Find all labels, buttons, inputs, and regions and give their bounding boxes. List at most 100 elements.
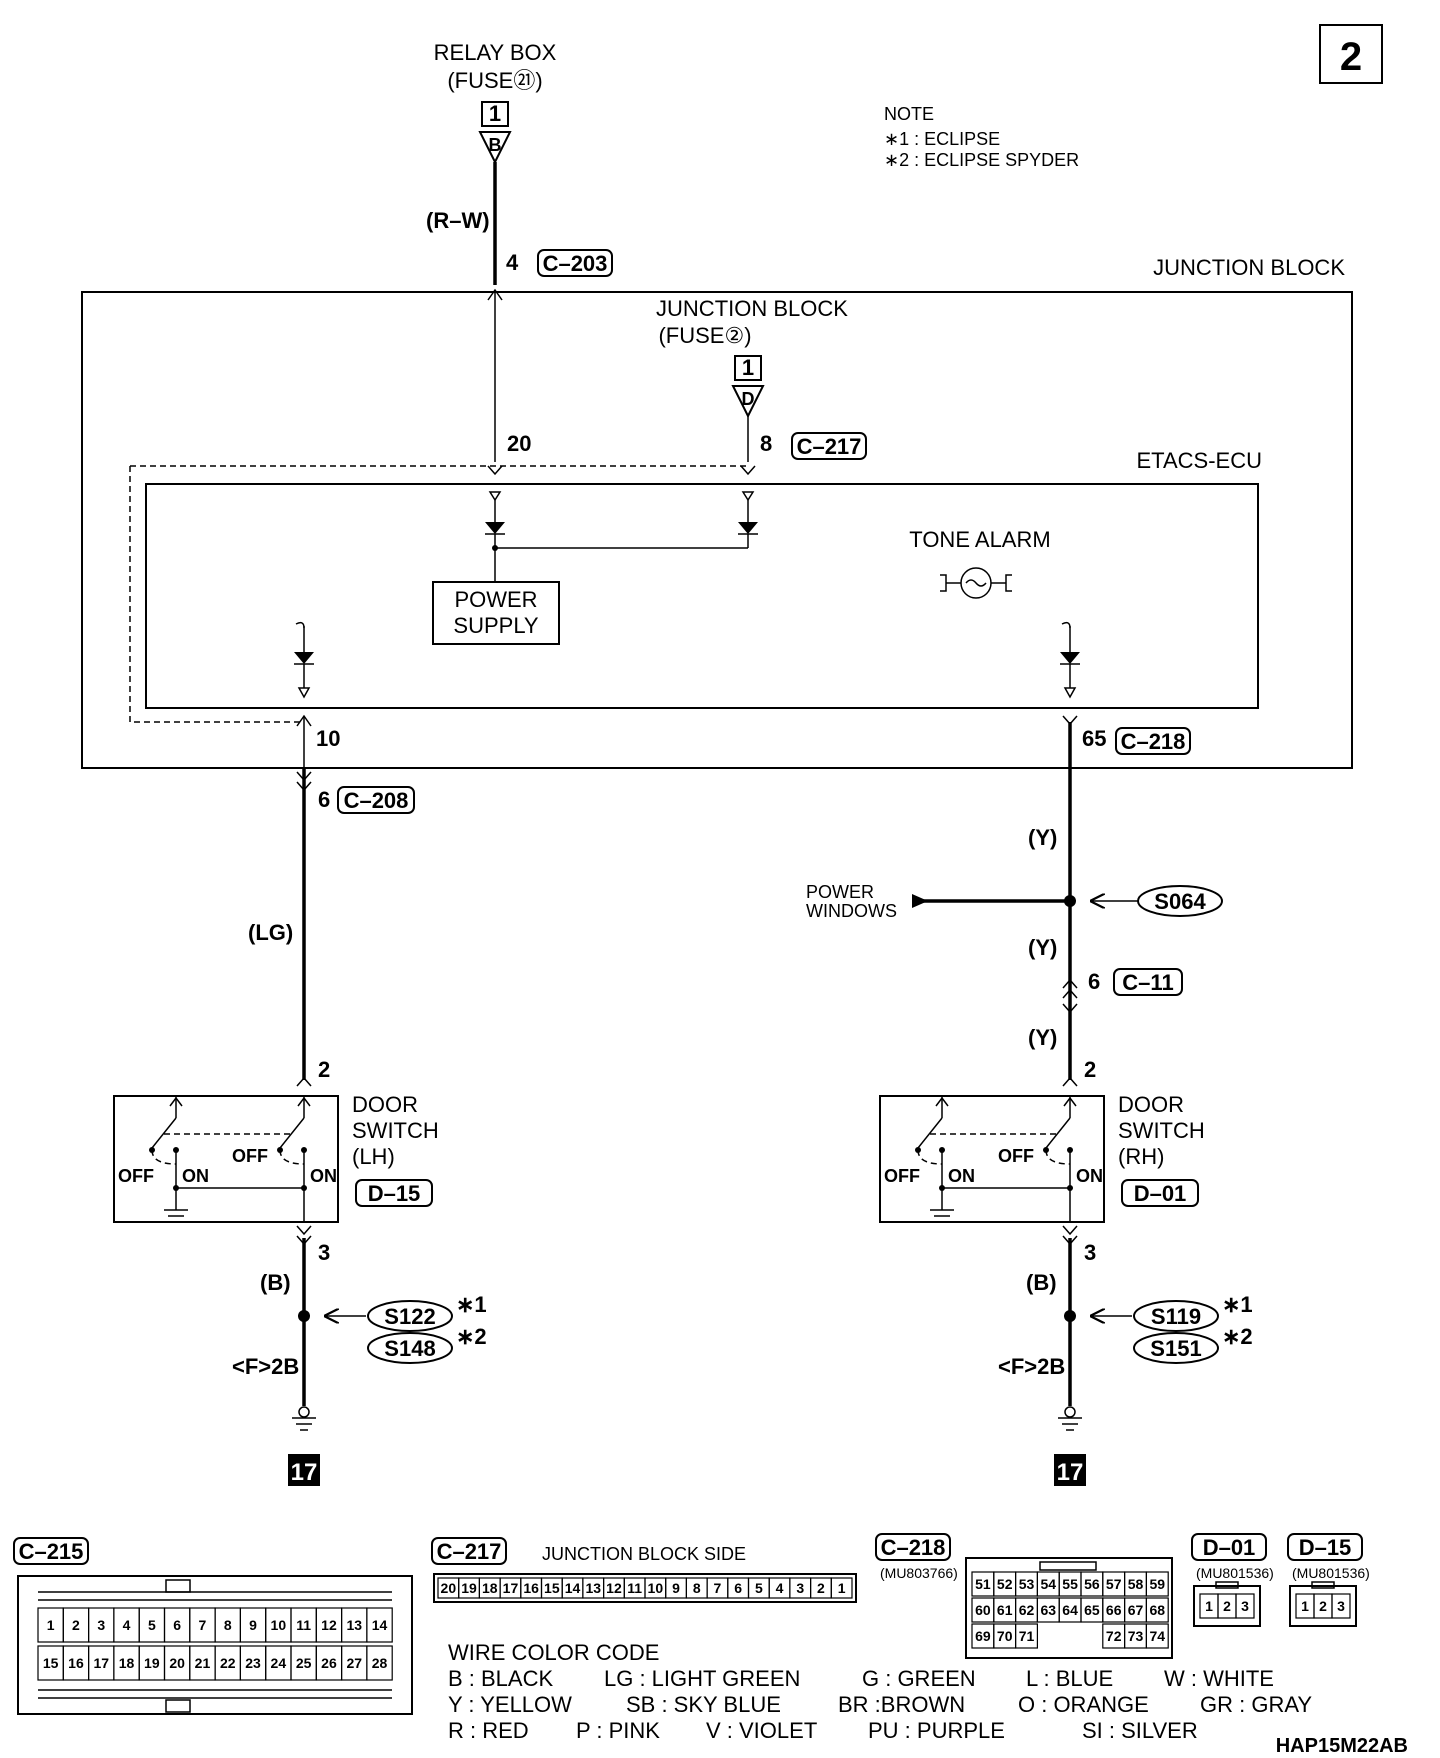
left-splice-1: S122 <box>384 1304 435 1329</box>
page-number-box: 2 <box>1319 24 1383 84</box>
right-wire-b: (B) <box>1026 1270 1057 1295</box>
pin-10: 10 <box>316 726 340 751</box>
etacs-ecu-box <box>145 483 1259 709</box>
c203-pin: 4 <box>506 250 519 275</box>
c217-connector-tag: C–217 <box>791 432 867 460</box>
c215-pin-number: 5 <box>148 1617 156 1633</box>
s064-splice-tag: S064 <box>1137 885 1223 917</box>
wcc-r3-c5: SI : SILVER <box>1082 1718 1198 1743</box>
note-item-1: ∗1 : ECLIPSE <box>884 129 1000 149</box>
c218-pin: 65 <box>1082 726 1106 751</box>
c217-side-label: JUNCTION BLOCK SIDE <box>542 1544 746 1564</box>
c215-pin-number: 8 <box>224 1617 232 1633</box>
c217-pin-number: 17 <box>503 1580 519 1596</box>
c218-pin-number: 54 <box>1041 1576 1057 1592</box>
c218-pin-number: 74 <box>1150 1628 1166 1644</box>
wcc-r2-c1: Y : YELLOW <box>448 1692 572 1717</box>
c217-pin-number: 6 <box>734 1580 742 1596</box>
left-mark-1: ∗1 <box>456 1292 487 1317</box>
c217-pin-number: 18 <box>482 1580 498 1596</box>
c11-connector-tag: C–11 <box>1113 968 1183 996</box>
c217-pin-number: 20 <box>441 1580 457 1596</box>
power-windows-line2: WINDOWS <box>806 901 897 921</box>
tone-alarm-label: TONE ALARM <box>909 527 1050 552</box>
door-switch-lh: 2 DOOR SWITCH (LH) D–15 OFF ON OFF ON <box>113 1057 439 1265</box>
c215-pin-number: 17 <box>93 1655 109 1671</box>
wcc-r2-c4: O : ORANGE <box>1018 1692 1149 1717</box>
c217-pin-number: 3 <box>796 1580 804 1596</box>
pin-20: 20 <box>507 431 531 456</box>
c215-pin-number: 13 <box>346 1617 362 1633</box>
lh-on2: ON <box>310 1166 337 1186</box>
lh-switch-line3: (LH) <box>352 1144 395 1169</box>
right-mark-1: ∗1 <box>1222 1292 1253 1317</box>
lh-off2: OFF <box>232 1146 268 1166</box>
c218-connector-tag: C–218 <box>1115 727 1191 755</box>
c218-pin-number: 52 <box>997 1576 1013 1592</box>
rh-switch-line3: (RH) <box>1118 1144 1164 1169</box>
c208-label: C–208 <box>344 788 409 813</box>
left-mark-2: ∗2 <box>456 1324 487 1349</box>
d15-connector-tag: D–15 <box>355 1179 433 1207</box>
lh-switch-line2: SWITCH <box>352 1118 439 1143</box>
c215-pin-number: 1 <box>47 1617 55 1633</box>
d15-label: D–15 <box>368 1181 421 1206</box>
c215-pin-number: 20 <box>169 1655 185 1671</box>
junction-block-box <box>81 291 1353 769</box>
c215-pin-number: 23 <box>245 1655 261 1671</box>
d15-pin-number: 2 <box>1319 1598 1327 1614</box>
wire-color-code: WIRE COLOR CODE B : BLACK LG : LIGHT GRE… <box>448 1640 1312 1743</box>
wcc-r3-c3: V : VIOLET <box>706 1718 817 1743</box>
wire-y3-label: (Y) <box>1028 1025 1057 1050</box>
c217-pin-number: 1 <box>838 1580 846 1596</box>
c218-pin-number: 61 <box>997 1602 1013 1618</box>
c218-pin-number: 70 <box>997 1628 1013 1644</box>
jb-fuse-number: (FUSE②) <box>658 323 751 348</box>
c215-pin-number: 11 <box>296 1617 311 1633</box>
wcc-r3-c2: P : PINK <box>576 1718 660 1743</box>
c218-pin-number: 68 <box>1150 1602 1166 1618</box>
c218-pin-number: 69 <box>975 1628 991 1644</box>
c218-pin-number: 73 <box>1128 1628 1144 1644</box>
rh-switch-line2: SWITCH <box>1118 1118 1205 1143</box>
c215-pin-number: 26 <box>321 1655 337 1671</box>
c215-pin-number: 3 <box>97 1617 105 1633</box>
c217-pin-number: 12 <box>606 1580 622 1596</box>
c218-conn-label: C–218 <box>881 1535 946 1560</box>
wcc-r3-c1: R : RED <box>448 1718 529 1743</box>
c217-pin-cell <box>830 1577 853 1599</box>
relay-box-fuse: RELAY BOX (FUSE㉑) 1 B <box>434 40 557 165</box>
c218-pin-cell <box>1145 1623 1169 1649</box>
c217-pin-number: 4 <box>776 1580 784 1596</box>
wcc-r3-c4: PU : PURPLE <box>868 1718 1005 1743</box>
right-splice-1: S119 <box>1151 1304 1201 1329</box>
c215-pin-number: 27 <box>346 1655 362 1671</box>
jb-fuse-tri-label: D <box>742 389 755 409</box>
jb-fuse: JUNCTION BLOCK (FUSE②) 1 D <box>656 296 848 419</box>
c208-connector-tag: C–208 <box>337 786 415 814</box>
power-supply-line2: SUPPLY <box>453 613 539 638</box>
figure-code: HAP15M22AB <box>1276 1735 1408 1757</box>
rh-switch-line1: DOOR <box>1118 1092 1184 1117</box>
left-ground: (B) S122 ∗1 S148 ∗2 <F>2B 17 <box>232 1270 487 1486</box>
c218-pin-number: 65 <box>1084 1602 1100 1618</box>
page-number: 2 <box>1340 35 1362 79</box>
c217-pin-number: 19 <box>461 1580 477 1596</box>
left-ground-ref: <F>2B <box>232 1354 299 1379</box>
c11-label: C–11 <box>1122 970 1173 995</box>
lh-off1: OFF <box>118 1166 154 1186</box>
c218-pin-number: 66 <box>1106 1602 1122 1618</box>
c218-label: C–218 <box>1121 729 1186 754</box>
c218-pin-number: 72 <box>1106 1628 1122 1644</box>
wcc-r1-c3: G : GREEN <box>862 1666 976 1691</box>
c217-pin-number: 16 <box>523 1580 539 1596</box>
c218-pin-number: 57 <box>1106 1576 1122 1592</box>
note-item-2: ∗2 : ECLIPSE SPYDER <box>884 150 1079 170</box>
note-title: NOTE <box>884 104 934 124</box>
d15-pin-cell <box>1331 1593 1351 1619</box>
c218-pin-cell <box>1145 1571 1169 1597</box>
c218-pin-number: 71 <box>1019 1628 1035 1644</box>
